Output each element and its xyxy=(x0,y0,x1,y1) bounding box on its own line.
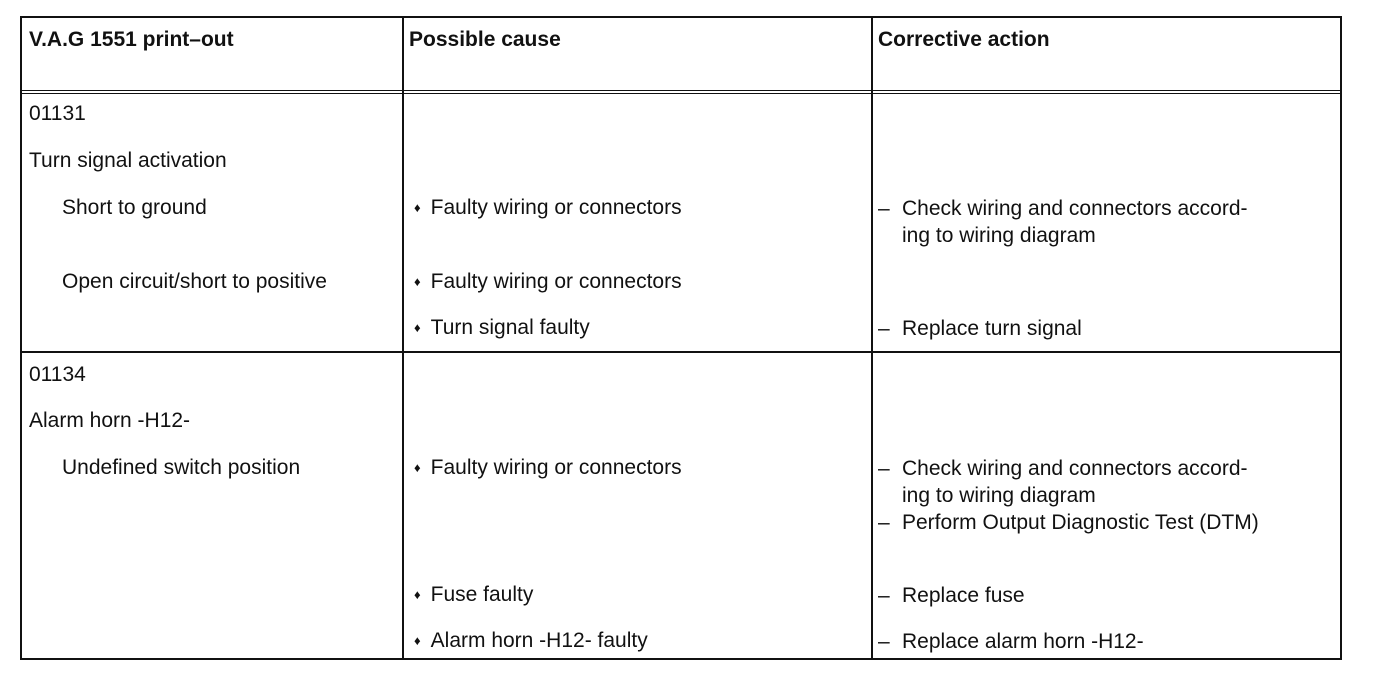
header-separator xyxy=(22,90,1340,94)
corrective-action: – Replace fuse xyxy=(878,582,1025,609)
fault-code: 01134 xyxy=(29,363,86,386)
column-divider xyxy=(871,18,873,658)
header-cause: Possible cause xyxy=(409,28,561,51)
dash-bullet: – xyxy=(878,317,890,340)
possible-cause: Faulty wiring or connectors xyxy=(414,454,682,483)
possible-cause: Faulty wiring or connectors xyxy=(414,194,682,223)
fault-type: Open circuit/short to positive xyxy=(62,270,327,293)
corrective-action: – Replace turn signal xyxy=(878,315,1082,342)
fault-table: V.A.G 1551 print–out Possible cause Corr… xyxy=(20,16,1342,660)
corrective-action: – Perform Output Diagnostic Test (DTM) xyxy=(878,509,1259,536)
action-line: Replace turn signal xyxy=(902,317,1082,340)
possible-cause: Fuse faulty xyxy=(414,581,534,610)
header-action: Corrective action xyxy=(878,28,1050,51)
row-separator xyxy=(22,351,1340,353)
column-divider xyxy=(402,18,404,658)
action-line: Perform Output Diagnostic Test (DTM) xyxy=(902,511,1259,534)
corrective-action: – Check wiring and connectors accord- in… xyxy=(878,195,1248,249)
corrective-action: – Check wiring and connectors accord- in… xyxy=(878,455,1248,509)
possible-cause: Turn signal faulty xyxy=(414,314,590,343)
fault-type: Undefined switch position xyxy=(62,456,301,479)
action-line: Replace alarm horn -H12- xyxy=(902,630,1144,653)
action-line: ing to wiring diagram xyxy=(902,224,1096,247)
dash-bullet: – xyxy=(878,511,890,534)
component-name: Turn signal activation xyxy=(29,149,227,172)
dash-bullet: – xyxy=(878,630,890,653)
dash-bullet: – xyxy=(878,457,890,480)
header-printout: V.A.G 1551 print–out xyxy=(29,28,234,51)
fault-type: Short to ground xyxy=(62,196,207,219)
action-line: Replace fuse xyxy=(902,584,1025,607)
action-line: Check wiring and connectors accord- xyxy=(902,197,1248,220)
action-line: Check wiring and connectors accord- xyxy=(902,457,1248,480)
possible-cause: Alarm horn -H12- faulty xyxy=(414,627,648,656)
corrective-action: – Replace alarm horn -H12- xyxy=(878,628,1144,655)
action-line: ing to wiring diagram xyxy=(902,484,1096,507)
dash-bullet: – xyxy=(878,584,890,607)
fault-code: 01131 xyxy=(29,102,86,125)
component-name: Alarm horn -H12- xyxy=(29,409,191,432)
possible-cause: Faulty wiring or connectors xyxy=(414,268,682,297)
dash-bullet: – xyxy=(878,197,890,220)
